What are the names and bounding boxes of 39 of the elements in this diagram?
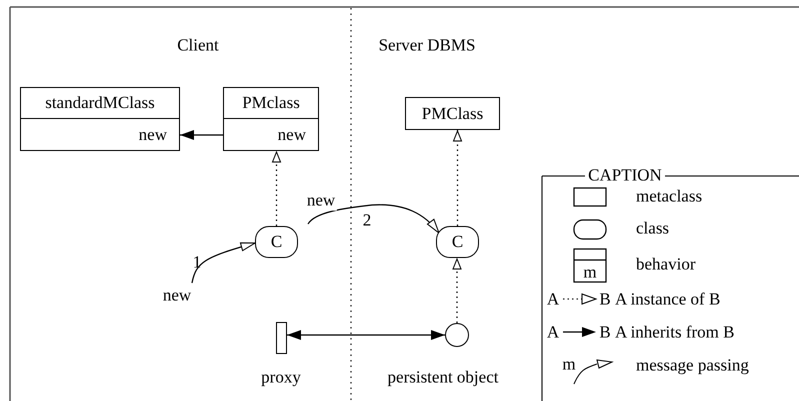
legend-symbol: A bbox=[546, 324, 560, 342]
metaclass-box bbox=[405, 97, 500, 130]
legend-text: A instance of B bbox=[615, 290, 720, 310]
legend-symbol: B bbox=[599, 290, 611, 310]
node-caption: proxy bbox=[261, 368, 301, 388]
class-name: C bbox=[270, 231, 284, 253]
sequence-number: 2 bbox=[362, 212, 372, 230]
message-arrow bbox=[191, 242, 256, 284]
legend-symbol: B bbox=[599, 324, 611, 342]
class-name: PMclass bbox=[241, 92, 301, 114]
arrow bbox=[180, 130, 223, 140]
method-name: new bbox=[21, 118, 179, 150]
class-node bbox=[436, 226, 479, 258]
legend-text: A inherits from B bbox=[615, 324, 734, 342]
sequence-number: 1 bbox=[192, 254, 202, 272]
legend-symbol: m bbox=[583, 264, 597, 282]
arrow bbox=[272, 151, 281, 226]
legend-text: class bbox=[636, 220, 670, 238]
legend-symbol: m bbox=[562, 356, 576, 374]
metaclass-box bbox=[223, 87, 319, 151]
lane-title: Client bbox=[177, 36, 219, 56]
node-caption: persistent object bbox=[388, 368, 498, 388]
lane-title: Server DBMS bbox=[378, 36, 476, 56]
method-name: new bbox=[224, 118, 318, 150]
class-node bbox=[255, 226, 298, 258]
class-name: PMClass bbox=[420, 102, 484, 124]
class-name: standardMClass bbox=[44, 92, 156, 114]
class-name: C bbox=[450, 231, 464, 253]
arrow bbox=[453, 130, 462, 226]
legend-text: metaclass bbox=[636, 188, 702, 206]
proxy-bar bbox=[276, 322, 287, 354]
legend-symbol: A bbox=[546, 290, 560, 310]
arrow bbox=[287, 330, 445, 340]
object-circle bbox=[445, 323, 469, 347]
arrow bbox=[452, 258, 462, 323]
legend-text: behavior bbox=[636, 256, 696, 274]
legend-text: message passing bbox=[636, 356, 749, 376]
message-arrow bbox=[308, 204, 440, 234]
metaclass-box bbox=[20, 87, 180, 151]
